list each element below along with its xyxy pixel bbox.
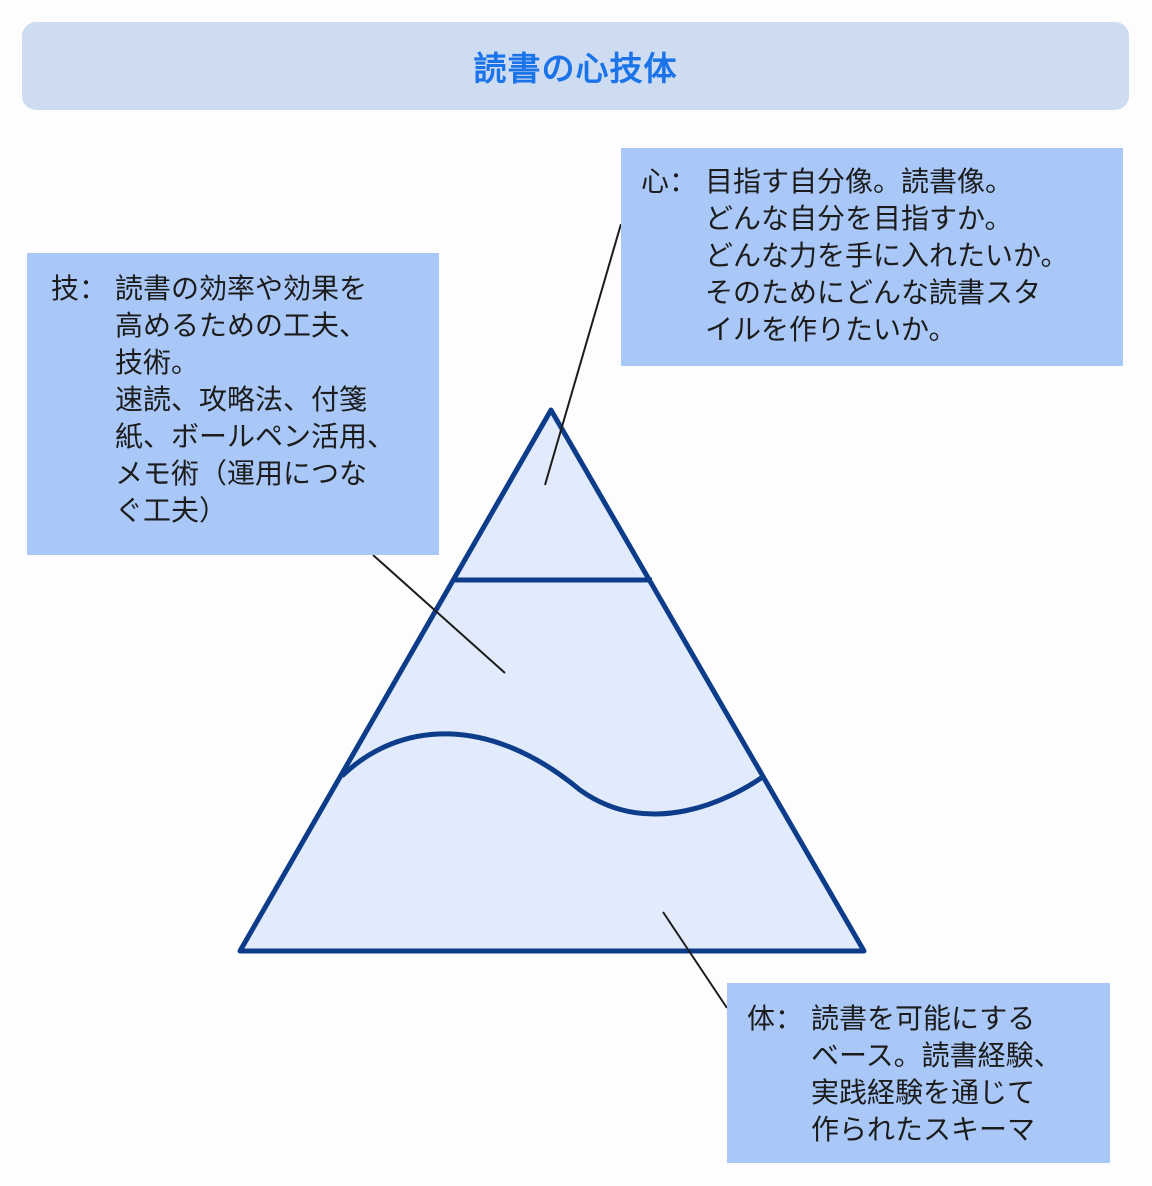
- note-gi-line: 読書の効率や効果を: [115, 272, 368, 305]
- connector-kokoro: [544, 223, 622, 486]
- note-tai-key: 体：: [747, 1002, 804, 1035]
- note-gi-key: 技：: [51, 272, 108, 305]
- note-tai-line: 実践経験を通じて: [811, 1076, 1036, 1109]
- note-kokoro-line: そのためにどんな読書スタ: [705, 276, 1042, 309]
- pyramid-divider-wave: [340, 731, 766, 817]
- note-gi: 技： 読書の効率や効果を 高めるための工夫、 技術。 速読、攻略法、付箋 紙、ボ…: [27, 253, 439, 555]
- connector-tai: [662, 911, 728, 1009]
- note-kokoro-line: 目指す自分像。読書像。: [705, 165, 1014, 198]
- note-tai-line: 読書を可能にする: [811, 1002, 1036, 1035]
- note-kokoro-line: イルを作りたいか。: [705, 313, 957, 346]
- diagram-title: 読書の心技体: [473, 49, 678, 88]
- note-gi-line: 紙、ボールペン活用、: [115, 420, 396, 453]
- note-gi-line: 技術。: [115, 346, 200, 379]
- note-kokoro: 心： 目指す自分像。読書像。 どんな自分を目指すか。 どんな力を手に入れたいか。…: [621, 148, 1123, 366]
- note-tai: 体： 読書を可能にする ベース。読書経験、 実践経験を通じて 作られたスキーマ: [727, 983, 1110, 1163]
- note-kokoro-line: どんな力を手に入れたいか。: [705, 239, 1069, 272]
- note-tai-line: 作られたスキーマ: [811, 1113, 1036, 1146]
- note-gi-line: ぐ工夫）: [115, 494, 228, 527]
- connector-gi: [372, 554, 506, 674]
- note-kokoro-line: どんな自分を目指すか。: [705, 202, 1013, 235]
- note-tai-line: ベース。読書経験、: [811, 1039, 1062, 1072]
- title-banner: 読書の心技体: [22, 22, 1129, 110]
- pyramid-triangle: [237, 407, 867, 954]
- note-kokoro-key: 心：: [641, 165, 698, 198]
- note-gi-line: 高めるための工夫、: [115, 309, 368, 342]
- note-gi-line: メモ術（運用につな: [115, 457, 368, 490]
- note-gi-line: 速読、攻略法、付箋: [115, 383, 368, 416]
